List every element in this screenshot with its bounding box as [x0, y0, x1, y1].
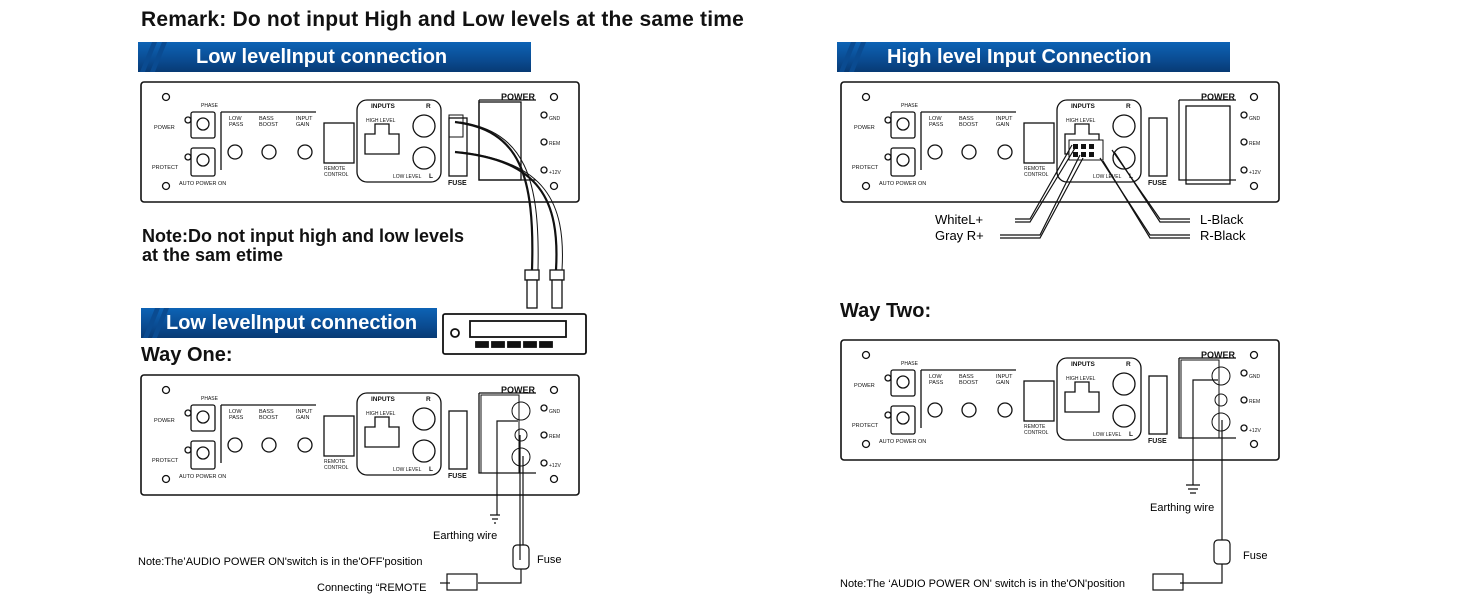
high-level-wires — [1000, 144, 1190, 239]
remark-heading: Remark: Do not input High and Low levels… — [141, 8, 744, 31]
note-low-line1: Note:Do not input high and low levels — [142, 226, 464, 246]
way-two-wiring — [1152, 379, 1231, 591]
label-connecting-remote: Connecting “REMOTE — [317, 582, 426, 594]
note-low-line2: at the sam etime — [142, 245, 284, 265]
label-fuse-two: Fuse — [1243, 550, 1267, 562]
banner-title: Low levelInput connection — [166, 312, 418, 334]
note-audio-power-on: Note:The ‘AUDIO POWER ON' switch is in t… — [840, 578, 1125, 590]
amplifier-panel-low-top — [140, 81, 580, 203]
amplifier-panel-way-one — [140, 374, 580, 496]
banner-low-level-top: Low levelInput connection — [138, 42, 531, 72]
label-earthing-wire-two: Earthing wire — [1150, 502, 1214, 514]
head-unit-icon — [442, 313, 587, 355]
label-gray-r: Gray R+ — [935, 228, 984, 243]
label-r-black: R-Black — [1200, 228, 1246, 243]
way-one-wiring — [440, 420, 530, 591]
banner-low-level-bottom: Low levelInput connection — [141, 308, 437, 338]
rca-cable — [454, 120, 563, 271]
label-fuse-one: Fuse — [537, 554, 561, 566]
note-audio-power-off: Note:The’AUDIO POWER ON'switch is in the… — [138, 556, 422, 568]
banner-title: High level Input Connection — [887, 46, 1152, 68]
label-l-black: L-Black — [1200, 212, 1244, 227]
way-two-heading: Way Two: — [840, 300, 932, 322]
amplifier-panel-high — [840, 81, 1280, 203]
banner-title: Low levelInput connection — [196, 46, 448, 68]
way-one-heading: Way One: — [141, 344, 233, 366]
amplifier-panel-way-two — [840, 339, 1280, 461]
rca-plug-icon — [524, 269, 565, 309]
banner-high-level: High level Input Connection — [837, 42, 1230, 72]
label-white-l: WhiteL+ — [935, 212, 983, 227]
label-earthing-wire-one: Earthing wire — [433, 530, 497, 542]
